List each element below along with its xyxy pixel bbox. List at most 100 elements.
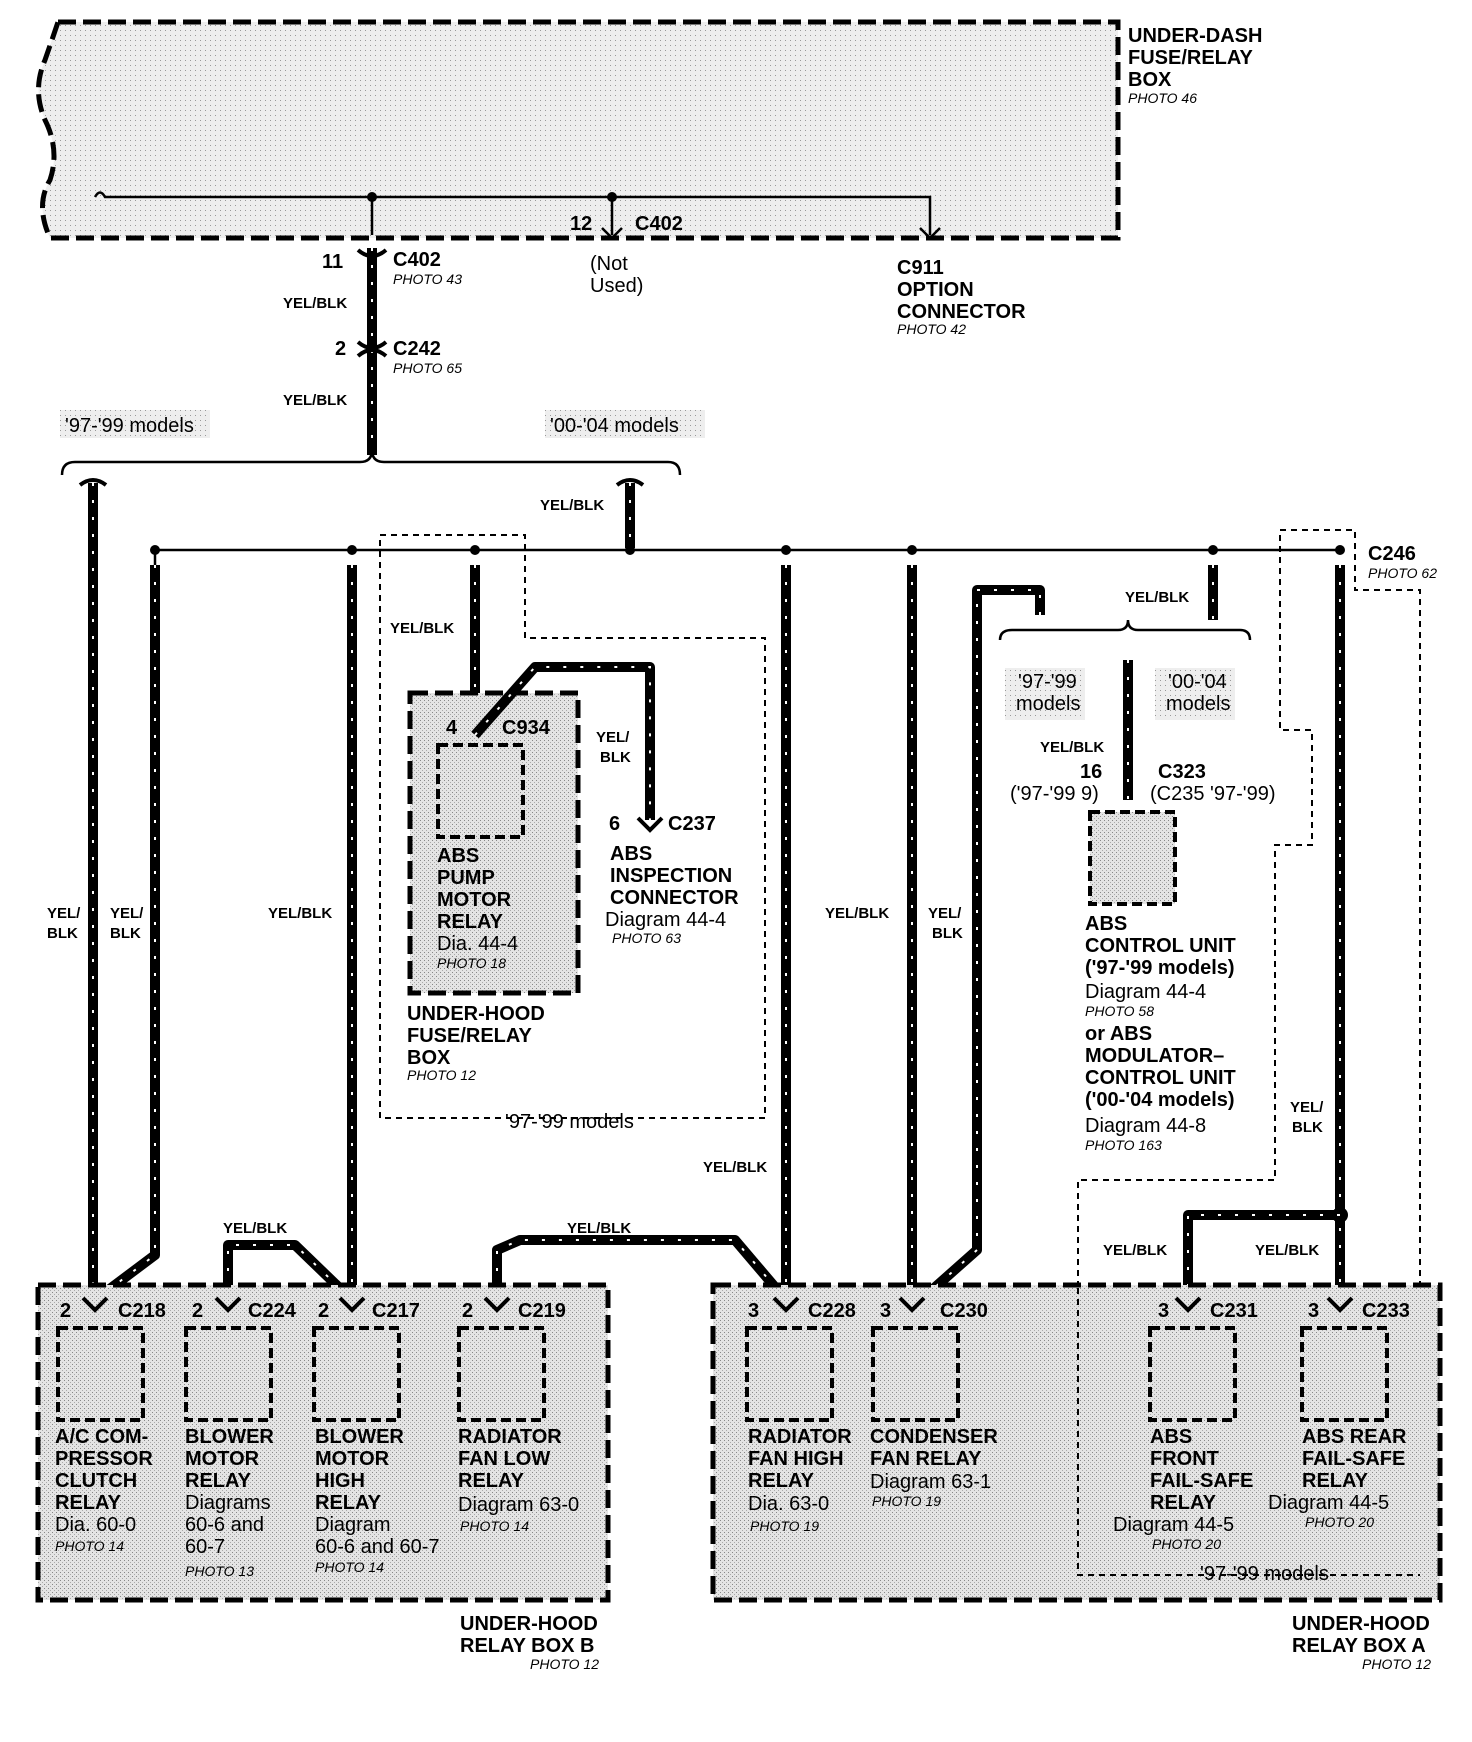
- abs-models-00-04-2: models: [1166, 693, 1230, 715]
- c402-not-used-1: (Not: [590, 253, 628, 275]
- relay-body: [56, 1326, 145, 1422]
- wire-color-label-split-1: YEL/: [47, 905, 81, 922]
- relay-photo: PHOTO 14: [55, 1538, 124, 1554]
- c911-name-2: CONNECTOR: [897, 301, 1026, 323]
- c242-photo: PHOTO 65: [393, 360, 462, 376]
- relay-c224: 2 C224 BLOWER MOTOR RELAY Diagrams 60-6 …: [184, 1300, 297, 1579]
- models-00-04-tag-bg: [545, 410, 705, 438]
- relay-c219: 2 C219 RADIATOR FAN LOW RELAY Diagram 63…: [457, 1300, 579, 1534]
- relay-photo: PHOTO 20: [1152, 1536, 1221, 1552]
- relay-label: RADIATOR: [458, 1426, 562, 1448]
- abs-models-97-99-1: '97-'99: [1018, 671, 1077, 693]
- relay-label: ABS: [1150, 1426, 1192, 1448]
- wire-c934-to-c237: [471, 662, 655, 820]
- abs-pump-relay-label-4: RELAY: [437, 911, 504, 933]
- relay-pin: 2: [462, 1300, 473, 1322]
- c402-photo: PHOTO 43: [393, 271, 462, 287]
- c402-12-terminal: [601, 227, 623, 240]
- under-dash-title-2: FUSE/RELAY: [1128, 47, 1254, 69]
- relay-label: PRESSOR: [55, 1448, 153, 1470]
- c934-pin: 4: [446, 717, 458, 739]
- relay-label: RELAY: [458, 1470, 525, 1492]
- wire-c219-to-c228: [492, 1235, 790, 1305]
- relay-label: RELAY: [315, 1492, 382, 1514]
- wire-color-label-split-1: YEL/: [110, 905, 144, 922]
- abs-models-97-99-bg: [1005, 668, 1085, 720]
- abs-control-unit-1: ABS: [1085, 913, 1127, 935]
- c911-conn: C911: [897, 257, 944, 279]
- relay-box-a-title-1: UNDER-HOOD: [1292, 1613, 1430, 1635]
- relay-conn: C217: [372, 1300, 420, 1322]
- relay-label: FAIL-SAFE: [1150, 1470, 1253, 1492]
- relay-diagram: 60-6 and 60-7: [315, 1536, 440, 1558]
- relay-diagram: Diagram: [315, 1514, 391, 1536]
- models-97-99-tag: '97-'99 models: [65, 415, 194, 437]
- wire-color-label: YEL/BLK: [1040, 739, 1104, 756]
- abs-control-unit-7: ('00-'04 models): [1085, 1089, 1235, 1111]
- relay-label: ABS REAR: [1302, 1426, 1407, 1448]
- relay-photo: PHOTO 13: [185, 1563, 254, 1579]
- abs-control-unit: [1088, 810, 1177, 906]
- relay-body: [457, 1326, 546, 1422]
- relay-label: A/C COM-: [55, 1426, 148, 1448]
- relay-body: [1300, 1326, 1389, 1422]
- relay-pin: 3: [1158, 1300, 1169, 1322]
- c402-conn-label-2: C402: [635, 213, 683, 235]
- relay-label: FRONT: [1150, 1448, 1219, 1470]
- relay-pin: 3: [1308, 1300, 1319, 1322]
- under-dash-title-1: UNDER-DASH: [1128, 25, 1262, 47]
- wire-color-label: YEL/BLK: [223, 1220, 287, 1237]
- relay-photo: PHOTO 19: [750, 1518, 819, 1534]
- c237-conn: C237: [668, 813, 716, 835]
- relay-c230: 3 C230 CONDENSER FAN RELAY Diagram 63-1 …: [870, 1300, 998, 1509]
- wire-color-label: YEL/BLK: [1255, 1242, 1319, 1259]
- relay-label: FAN RELAY: [870, 1448, 982, 1470]
- wire-splice-to-c231: [1183, 1210, 1340, 1305]
- relay-diagram: Diagram 63-0: [458, 1494, 579, 1516]
- relay-c228: 3 C228 RADIATOR FAN HIGH RELAY Dia. 63-0…: [745, 1300, 856, 1534]
- c237-label-3: CONNECTOR: [610, 887, 739, 909]
- relay-box-b-photo: PHOTO 12: [530, 1656, 599, 1672]
- relay-label: BLOWER: [185, 1426, 274, 1448]
- c237-label-1: ABS: [610, 843, 652, 865]
- relay-box-a-title-2: RELAY BOX A: [1292, 1635, 1426, 1657]
- relay-label: MOTOR: [315, 1448, 390, 1470]
- relay-conn: C233: [1362, 1300, 1410, 1322]
- relay-conn: C218: [118, 1300, 166, 1322]
- wire-color-label-split-2: BLK: [600, 749, 631, 766]
- relay-label: RELAY: [748, 1470, 815, 1492]
- models-97-99-tag-bg: [60, 410, 210, 438]
- abs-pump-relay-label-3: MOTOR: [437, 889, 512, 911]
- c237-terminal: [636, 816, 664, 833]
- wire-color-label-split-2: BLK: [47, 925, 78, 942]
- relay-body: [871, 1326, 960, 1422]
- under-hood-fuse-box-label-1: UNDER-HOOD: [407, 1003, 545, 1025]
- bus-splices: [150, 545, 1345, 555]
- relay-photo: PHOTO 14: [460, 1518, 529, 1534]
- relay-photo: PHOTO 19: [872, 1493, 941, 1509]
- relay-label: RELAY: [55, 1492, 122, 1514]
- c323-pin-alt: ('97-'99 9): [1010, 783, 1099, 805]
- under-hood-fuse-box-label-3: BOX: [407, 1047, 451, 1069]
- wire-color-label: YEL/BLK: [283, 295, 347, 312]
- relay-conn: C224: [248, 1300, 297, 1322]
- c242-conn: C242: [393, 338, 441, 360]
- relay-diagram: 60-6 and: [185, 1514, 264, 1536]
- abs-control-unit-diagram-2: Diagram 44-8: [1085, 1115, 1206, 1137]
- relay-label: RELAY: [185, 1470, 252, 1492]
- wire-color-label: YEL/BLK: [268, 905, 332, 922]
- relay-c231: 3 C231 ABS FRONT FAIL-SAFE RELAY Diagram…: [1113, 1300, 1258, 1552]
- abs-control-unit-diagram-1: Diagram 44-4: [1085, 981, 1206, 1003]
- relay-body: [745, 1326, 834, 1422]
- c323-conn-alt: (C235 '97-'99): [1150, 783, 1275, 805]
- relay-c217: 2 C217 BLOWER MOTOR HIGH RELAY Diagram 6…: [312, 1300, 440, 1575]
- relay-label: CONDENSER: [870, 1426, 998, 1448]
- c402-not-used-2: Used): [590, 275, 643, 297]
- abs-control-unit-photo-1: PHOTO 58: [1085, 1003, 1154, 1019]
- wire-color-label: YEL/BLK: [1103, 1242, 1167, 1259]
- wire-color-label-split-2: BLK: [1292, 1119, 1323, 1136]
- wire-color-label: YEL/BLK: [283, 392, 347, 409]
- relay-diagram: Dia. 63-0: [748, 1493, 829, 1515]
- under-hood-fuse-box-photo: PHOTO 12: [407, 1067, 476, 1083]
